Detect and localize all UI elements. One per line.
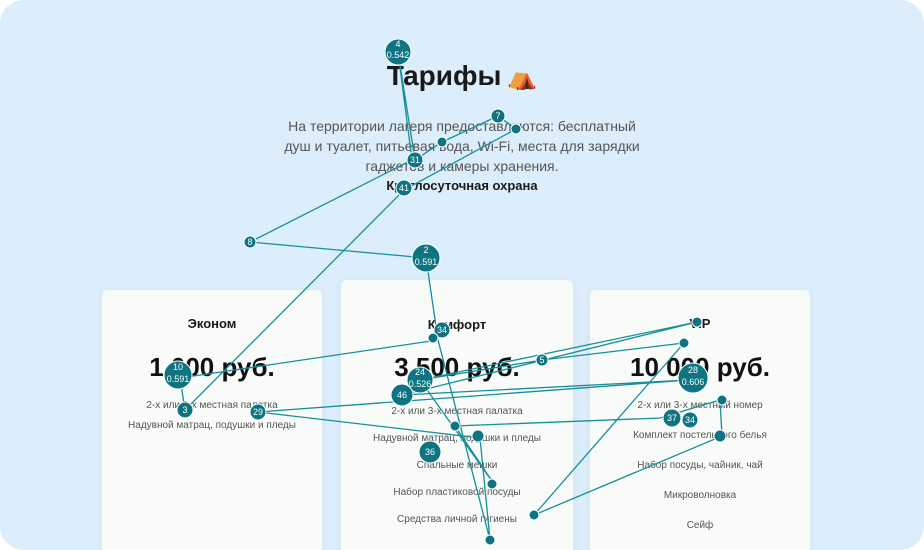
trace-node-value: 0.591 [167, 374, 190, 384]
tariff-card-vip[interactable]: VIP 10 000 руб. 2-х или 3-х местный номе… [590, 290, 810, 550]
feature-item: Надувной матрац, подушки и пледы [128, 420, 296, 431]
trace-node: 8 [243, 235, 257, 249]
trace-node: 28 0.606 [677, 362, 709, 394]
trace-node: 31 [406, 151, 424, 169]
trace-node-label: 46 [397, 390, 407, 400]
trace-node-label: 31 [410, 155, 420, 165]
trace-node: 36 [418, 440, 442, 464]
trace-node: 40.542 [384, 38, 412, 66]
feature-item: Сейф [686, 520, 714, 531]
trace-node-label: 41 [399, 183, 409, 193]
trace-node-value: 0.591 [415, 257, 438, 267]
trace-node: 2 0.591 [411, 243, 441, 273]
feature-item: Набор посуды, чайник, чай [637, 460, 763, 471]
trace-dot [486, 478, 498, 490]
trace-node-value: 0.526 [409, 379, 432, 389]
trace-dot [484, 534, 496, 546]
trace-node-value: 0.606 [682, 377, 705, 387]
trace-node-value: 0.542 [387, 50, 410, 60]
trace-dot [449, 420, 461, 432]
trace-node-label: 24 [415, 367, 425, 377]
trace-node: 34 [681, 411, 699, 429]
trace-node-label: 29 [253, 407, 263, 417]
trace-dot [510, 123, 522, 135]
trace-node: 37 [662, 408, 682, 428]
trace-node: 10 0.591 [163, 360, 193, 390]
feature-item: Комплект постельного белья [633, 430, 767, 441]
feature-item: Надувной матрац, подушки и пледы [373, 433, 541, 444]
trace-node: 7 [490, 108, 506, 124]
trace-node-label: 8 [247, 237, 252, 247]
trace-dot [471, 429, 485, 443]
tariff-name: Эконом [187, 316, 237, 331]
tariff-card-econom[interactable]: Эконом 1 000 руб. 2-х или 3-х местная па… [102, 290, 322, 550]
camping-tent-icon: ⛺ [507, 64, 538, 91]
feature-item: Спальные мешки [416, 460, 498, 471]
trace-node-label: 3 [182, 405, 187, 415]
trace-node-label: 2 [423, 245, 428, 255]
trace-node: 24 0.526 [406, 366, 434, 394]
trace-dot [713, 429, 727, 443]
trace-path [257, 321, 723, 541]
trace-node-label: 36 [425, 447, 435, 457]
trace-dot [528, 509, 540, 521]
trace-node: 3 [176, 401, 194, 419]
trace-dot [678, 337, 690, 349]
trace-nodes: 40.542 2 0.591 10 0.591 28 0.606 24 0.526 46… [163, 38, 728, 546]
feature-item: Микроволновка [663, 490, 737, 501]
trace-node: 5 [535, 353, 549, 367]
feature-item: 2-х или 3-х местная палатка [146, 400, 278, 411]
trace-node: 46 [390, 383, 414, 407]
trace-dot [427, 332, 439, 344]
trace-dot [436, 136, 448, 148]
title-text: Тарифы [386, 60, 502, 91]
trace-node: 41 [395, 179, 413, 197]
trace-node-label: 28 [688, 365, 698, 375]
trace-node-label: 34 [685, 415, 695, 425]
trace-node-label: 34 [437, 325, 447, 335]
trace-node: 34 [433, 321, 451, 339]
trace-node-label: 10 [173, 362, 183, 372]
trace-node-label: 4 [395, 39, 400, 49]
trace-path [179, 51, 518, 412]
trace-node-label: 7 [495, 111, 500, 121]
security-note: Круглосуточная охрана [386, 178, 538, 193]
trace-node-label: 5 [539, 355, 544, 365]
trace-node-label: 37 [667, 413, 677, 423]
trace-dot [716, 394, 728, 406]
feature-item: Средства личной гигиены [397, 514, 517, 525]
feature-item: Набор пластиковой посуды [393, 487, 521, 498]
page-title: Тарифы⛺ [0, 60, 924, 92]
trace-node: 29 [249, 403, 267, 421]
trace-dot [691, 316, 703, 328]
